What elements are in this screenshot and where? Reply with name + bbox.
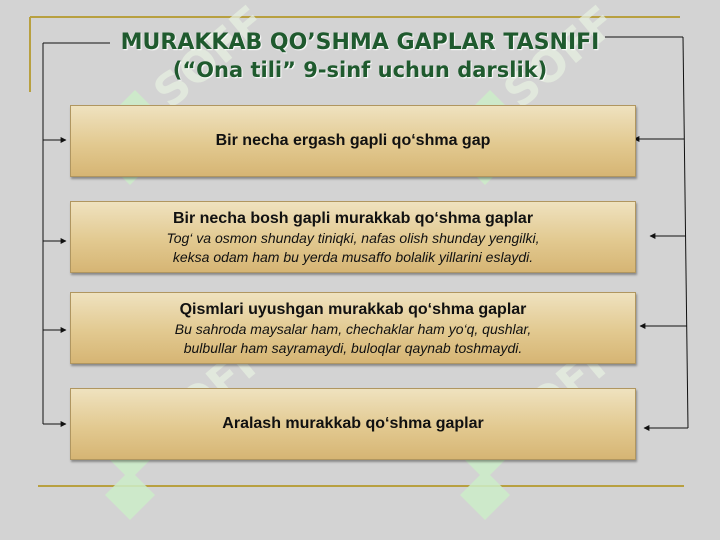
- category-heading: Bir necha bosh gapli murakkab qo‘shma ga…: [172, 210, 534, 227]
- example-line: keksa odam ham bu yerda musaffo bolalik …: [172, 249, 534, 265]
- left-connector: [42, 42, 110, 427]
- category-box-1: Bir necha ergash gapli qo‘shma gap: [70, 105, 636, 177]
- example-line: Bu sahroda maysalar ham, chechaklar ham …: [174, 321, 532, 337]
- category-box-3: Qismlari uyushgan murakkab qo‘shma gapla…: [70, 292, 636, 364]
- right-connector: [605, 36, 689, 431]
- example-line: bulbullar ham sayramaydi, buloqlar qayna…: [183, 340, 523, 356]
- page-title: MURAKKAB QO’SHMA GAPLAR TASNIFI: [120, 30, 600, 55]
- page-subtitle: (“Ona tili” 9-sinf uchun darslik): [172, 58, 548, 82]
- category-heading: Qismlari uyushgan murakkab qo‘shma gapla…: [179, 301, 527, 318]
- category-heading: Aralash murakkab qo‘shma gaplar: [222, 415, 484, 432]
- category-heading: Bir necha ergash gapli qo‘shma gap: [215, 132, 491, 149]
- example-line: Tog‘ va osmon shunday tiniqki, nafas oli…: [166, 230, 540, 246]
- category-box-2: Bir necha bosh gapli murakkab qo‘shma ga…: [70, 201, 636, 273]
- category-box-4: Aralash murakkab qo‘shma gaplar: [70, 388, 636, 460]
